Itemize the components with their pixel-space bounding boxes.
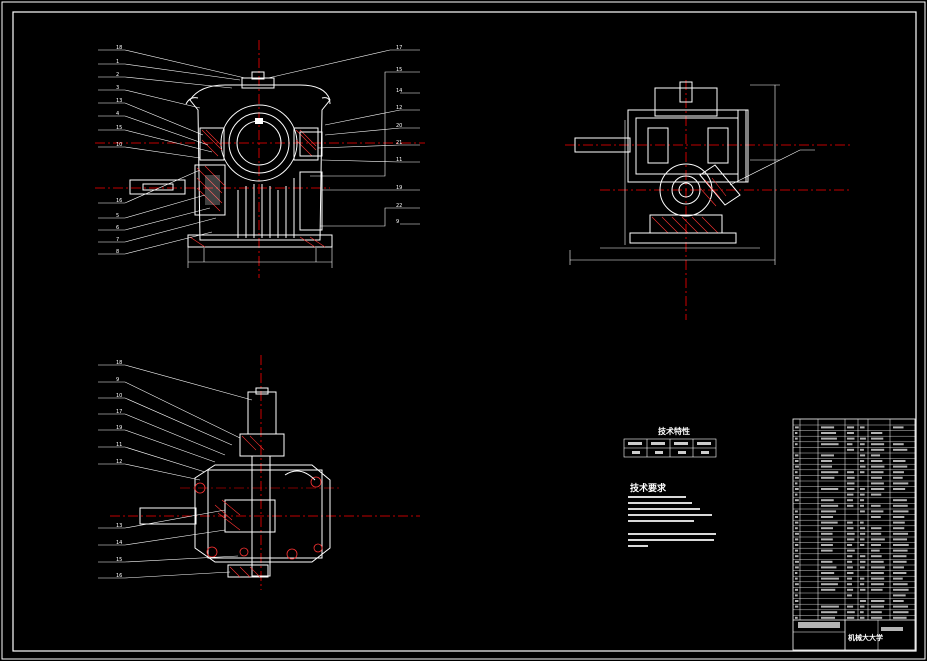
svg-text:1: 1 bbox=[116, 59, 119, 65]
title-block-school: 机械大大学 bbox=[848, 633, 883, 642]
svg-text:13: 13 bbox=[116, 523, 122, 529]
svg-text:16: 16 bbox=[116, 573, 122, 579]
svg-text:11: 11 bbox=[116, 442, 122, 448]
bom-title-block: 机械大大学 bbox=[793, 419, 915, 650]
top-view: 18 9 10 17 19 11 12 13 14 15 16 bbox=[98, 355, 420, 590]
tech-requirements: 技术要求 bbox=[628, 482, 716, 547]
svg-text:13: 13 bbox=[116, 98, 122, 104]
svg-text:15: 15 bbox=[116, 557, 122, 563]
svg-text:20: 20 bbox=[396, 123, 402, 129]
tech-requirements-title: 技术要求 bbox=[630, 482, 667, 494]
svg-text:10: 10 bbox=[116, 393, 122, 399]
front-section-view: 1812 3134 151016 567 8 171514 122021 111… bbox=[95, 40, 425, 278]
svg-text:9: 9 bbox=[396, 219, 399, 225]
svg-text:14: 14 bbox=[116, 540, 122, 546]
svg-text:16: 16 bbox=[116, 198, 122, 204]
svg-text:7: 7 bbox=[116, 237, 119, 243]
inner-border bbox=[13, 12, 916, 651]
svg-text:17: 17 bbox=[116, 409, 122, 415]
svg-text:15: 15 bbox=[396, 67, 402, 73]
side-view bbox=[565, 80, 850, 320]
svg-text:14: 14 bbox=[396, 88, 402, 94]
svg-text:5: 5 bbox=[116, 213, 119, 219]
svg-text:4: 4 bbox=[116, 111, 119, 117]
svg-text:10: 10 bbox=[116, 142, 122, 148]
svg-text:19: 19 bbox=[116, 425, 122, 431]
tech-spec-table: 技术特性 bbox=[624, 426, 716, 457]
svg-text:11: 11 bbox=[396, 157, 402, 163]
svg-text:6: 6 bbox=[116, 225, 119, 231]
svg-text:12: 12 bbox=[396, 105, 402, 111]
svg-text:18: 18 bbox=[116, 360, 122, 366]
svg-text:3: 3 bbox=[116, 85, 119, 91]
svg-text:22: 22 bbox=[396, 203, 402, 209]
tech-spec-title: 技术特性 bbox=[658, 426, 690, 436]
svg-text:15: 15 bbox=[116, 125, 122, 131]
svg-text:8: 8 bbox=[116, 249, 119, 255]
svg-text:19: 19 bbox=[396, 185, 402, 191]
svg-text:2: 2 bbox=[116, 72, 119, 78]
svg-text:12: 12 bbox=[116, 459, 122, 465]
svg-text:17: 17 bbox=[396, 45, 402, 51]
svg-text:21: 21 bbox=[396, 140, 402, 146]
svg-text:9: 9 bbox=[116, 377, 119, 383]
svg-text:18: 18 bbox=[116, 45, 122, 51]
